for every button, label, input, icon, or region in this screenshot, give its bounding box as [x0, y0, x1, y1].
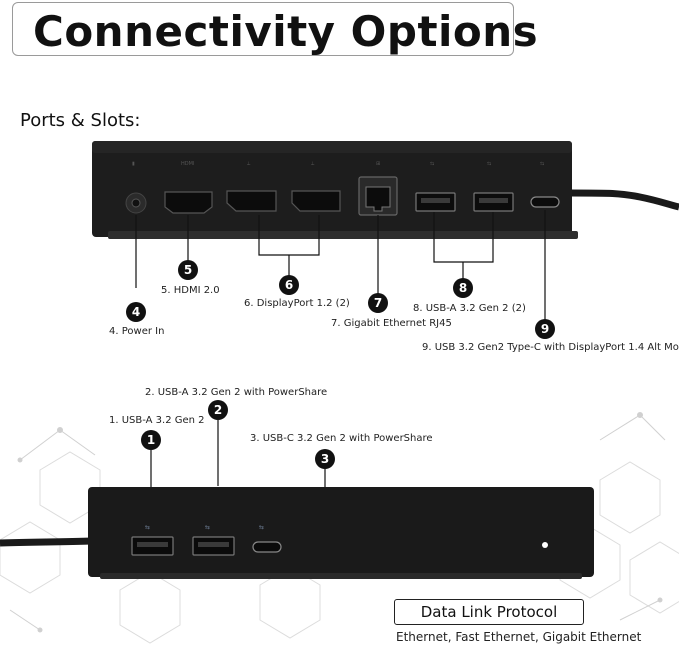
caption-displayport: 6. DisplayPort 1.2 (2)	[244, 298, 350, 309]
svg-text:⇆: ⇆	[259, 524, 264, 531]
badge-9: 9	[535, 319, 555, 339]
caption-usb-a-front-2: 2. USB-A 3.2 Gen 2 with PowerShare	[145, 387, 328, 398]
page-title: Connectivity Options	[33, 7, 539, 56]
usb-c-front-icon	[252, 541, 282, 553]
displayport-1-icon	[226, 190, 277, 212]
power-mark: ▮	[132, 161, 135, 167]
badge-1: 1	[141, 430, 161, 450]
svg-text:⟂: ⟂	[311, 161, 315, 167]
badge-6: 6	[279, 275, 299, 295]
caption-usb-c-rear: 9. USB 3.2 Gen2 Type-C with DisplayPort …	[422, 342, 679, 353]
caption-hdmi: 5. HDMI 2.0	[161, 285, 220, 296]
svg-text:⇆: ⇆	[430, 161, 434, 167]
svg-text:⇆: ⇆	[145, 524, 150, 531]
dock-front-view: ⇆ ⇆ ⇆	[0, 487, 594, 579]
badge-2: 2	[208, 400, 228, 420]
caption-usb-c-front: 3. USB-C 3.2 Gen 2 with PowerShare	[250, 433, 433, 444]
svg-text:⊞: ⊞	[376, 161, 380, 167]
protocol-description: Ethernet, Fast Ethernet, Gigabit Etherne…	[396, 630, 642, 644]
dock-rear-view: ▮ HDMI ⟂ ⟂ ⊞ ⇆ ⇆ ⇆	[92, 141, 679, 239]
caption-usb-a-front-1: 1. USB-A 3.2 Gen 2	[109, 415, 205, 426]
displayport-2-icon	[291, 190, 341, 212]
protocol-title: Data Link Protocol	[420, 603, 558, 621]
svg-text:⇆: ⇆	[487, 161, 491, 167]
dock-front-body	[88, 487, 594, 577]
badge-4: 4	[126, 302, 146, 322]
caption-power-in: 4. Power In	[109, 326, 165, 337]
caption-usb-a-rear: 8. USB-A 3.2 Gen 2 (2)	[413, 303, 526, 314]
section-label: Ports & Slots:	[20, 110, 141, 131]
rear-cable	[569, 189, 679, 211]
badge-7: 7	[368, 293, 388, 313]
hdmi-port-icon	[164, 191, 213, 214]
badge-3: 3	[315, 449, 335, 469]
title-box: Connectivity Options	[12, 2, 538, 56]
front-cable	[0, 537, 93, 547]
dock-rear-body	[92, 141, 572, 237]
badge-5: 5	[178, 260, 198, 280]
power-led-icon	[542, 542, 548, 548]
svg-text:⟂: ⟂	[247, 161, 251, 167]
svg-text:⇆: ⇆	[540, 161, 544, 167]
protocol-box: Data Link Protocol	[394, 599, 584, 625]
usb-c-rear-icon	[530, 196, 560, 208]
svg-text:⇆: ⇆	[205, 524, 210, 531]
badge-8: 8	[453, 278, 473, 298]
caption-ethernet: 7. Gigabit Ethernet RJ45	[331, 318, 452, 329]
hdmi-mark: HDMI	[181, 161, 194, 167]
